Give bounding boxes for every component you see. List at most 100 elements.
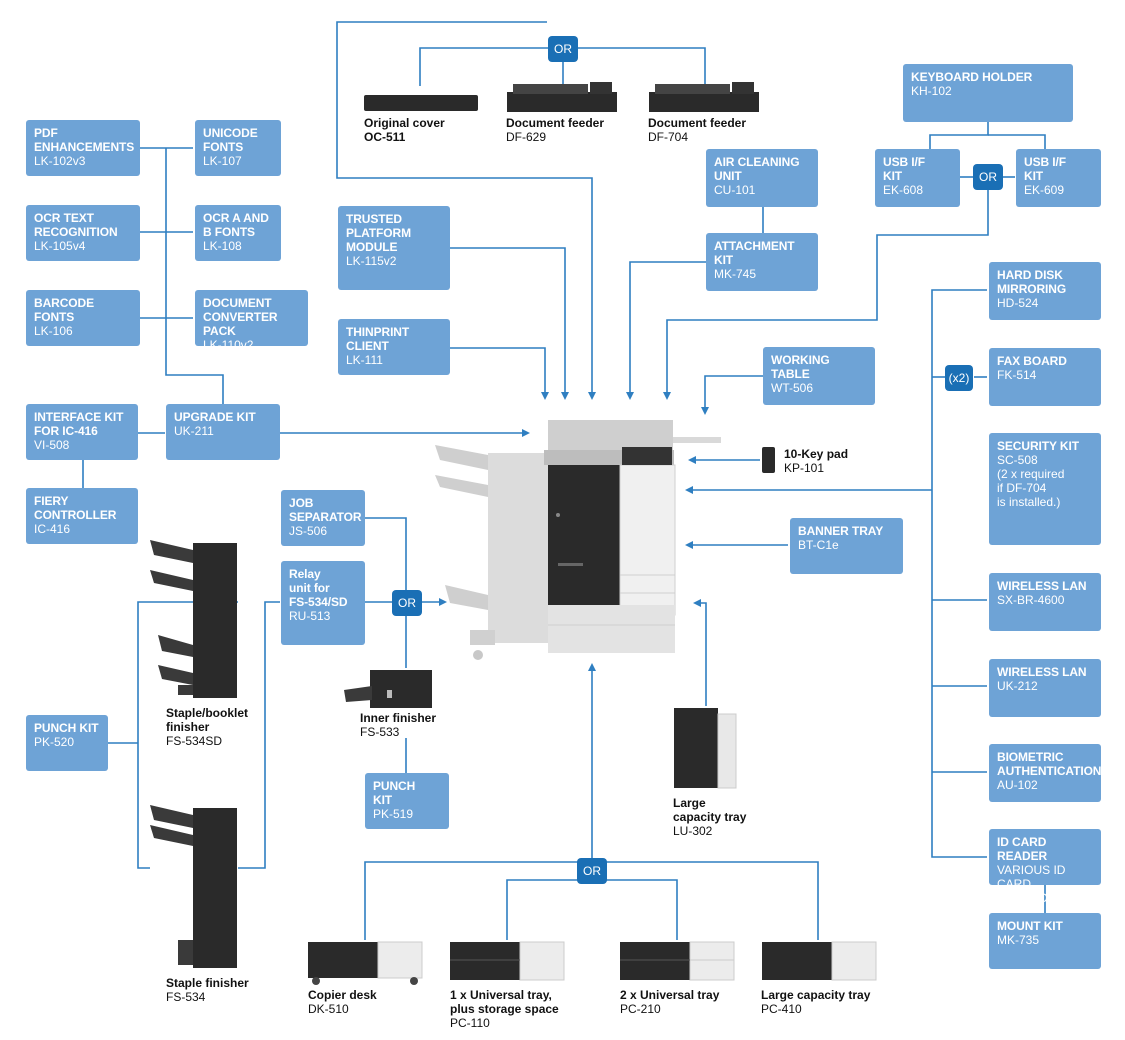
caption-code: PC-110 [450, 1016, 490, 1030]
option-code: LK-105v4 [34, 239, 86, 253]
caption-title: Inner finisher [360, 711, 437, 725]
option-title: UNICODE FONTS [203, 126, 258, 154]
caption-title: Large capacity tray [761, 988, 871, 1002]
caption-title: 2 x Universal tray [620, 988, 720, 1002]
caption-code: DK-510 [308, 1002, 349, 1016]
option-code: FK-514 [997, 368, 1037, 382]
caption-original-cover: Original cover OC-511 [364, 116, 445, 144]
or-badge: OR [577, 858, 607, 884]
caption-title: 10-Key pad [784, 447, 849, 461]
option-code: RU-513 [289, 609, 331, 623]
option-title: KEYBOARD HOLDER [911, 70, 1033, 84]
option-title: OCR TEXT RECOGNITION [34, 211, 118, 239]
option-code: LK-111 [346, 353, 383, 367]
option-title: UPGRADE KIT [174, 410, 256, 424]
option-title: TRUSTED PLATFORM MODULE [346, 212, 411, 254]
caption-code: DF-629 [506, 130, 547, 144]
option-code: KH-102 [911, 84, 952, 98]
option-code: PK-519 [373, 807, 414, 821]
option-title: AIR CLEANING UNIT [714, 155, 800, 183]
or-badge: OR [973, 164, 1003, 190]
caption-code: FS-534 [166, 990, 206, 1004]
option-code: LK-115v2 [346, 254, 397, 268]
option-title: HARD DISK MIRRORING [997, 268, 1067, 296]
option-code: CU-101 [714, 183, 756, 197]
caption-title: Staple/booklet finisher [166, 706, 249, 734]
option-code: EK-608 [883, 183, 924, 197]
option-code: MK-735 [997, 933, 1040, 947]
option-code: MK-745 [714, 267, 757, 281]
option-code: LK-107 [203, 154, 242, 168]
caption-title: 1 x Universal tray, plus storage space [450, 988, 559, 1016]
option-code: UK-211 [174, 424, 214, 438]
caption-code: FS-533 [360, 725, 400, 739]
option-code: VARIOUS ID CARD TECHNOLOGIES [997, 863, 1093, 905]
option-code: LK-110v2 [203, 338, 254, 352]
option-code: LK-102v3 [34, 154, 86, 168]
option-code: SX-BR-4600 [997, 593, 1065, 607]
option-code: WT-506 [771, 381, 814, 395]
universal-tray-pc210-image [620, 941, 735, 981]
option-code: IC-416 [34, 522, 71, 536]
option-code: VI-508 [34, 438, 70, 452]
option-code: SC-508 (2 x required if DF-704 is instal… [997, 453, 1065, 509]
option-title: BARCODE FONTS [34, 296, 94, 324]
option-title: FIERY CONTROLLER [34, 494, 117, 522]
option-title: PUNCH KIT [34, 721, 99, 735]
caption-title: Copier desk [308, 988, 377, 1002]
option-title: WIRELESS LAN [997, 665, 1087, 679]
caption-title: Original cover OC-511 [364, 116, 445, 144]
large-capacity-tray-pc410-image [762, 941, 877, 981]
option-title: WORKING TABLE [771, 353, 830, 381]
caption-title: Document feeder [506, 116, 605, 130]
option-code: LK-108 [203, 239, 242, 253]
option-title: OCR A AND B FONTS [203, 211, 269, 239]
caption-code: FS-534SD [166, 734, 223, 748]
caption-code: PC-410 [761, 1002, 802, 1016]
option-title: DOCUMENT CONVERTER PACK [203, 296, 278, 338]
large-capacity-tray-lu302-image [674, 708, 737, 789]
universal-tray-pc110-image [450, 941, 565, 981]
option-title: USB I/F KIT [883, 155, 925, 183]
option-title: MOUNT KIT [997, 919, 1063, 933]
option-title: ATTACHMENT KIT [714, 239, 795, 267]
